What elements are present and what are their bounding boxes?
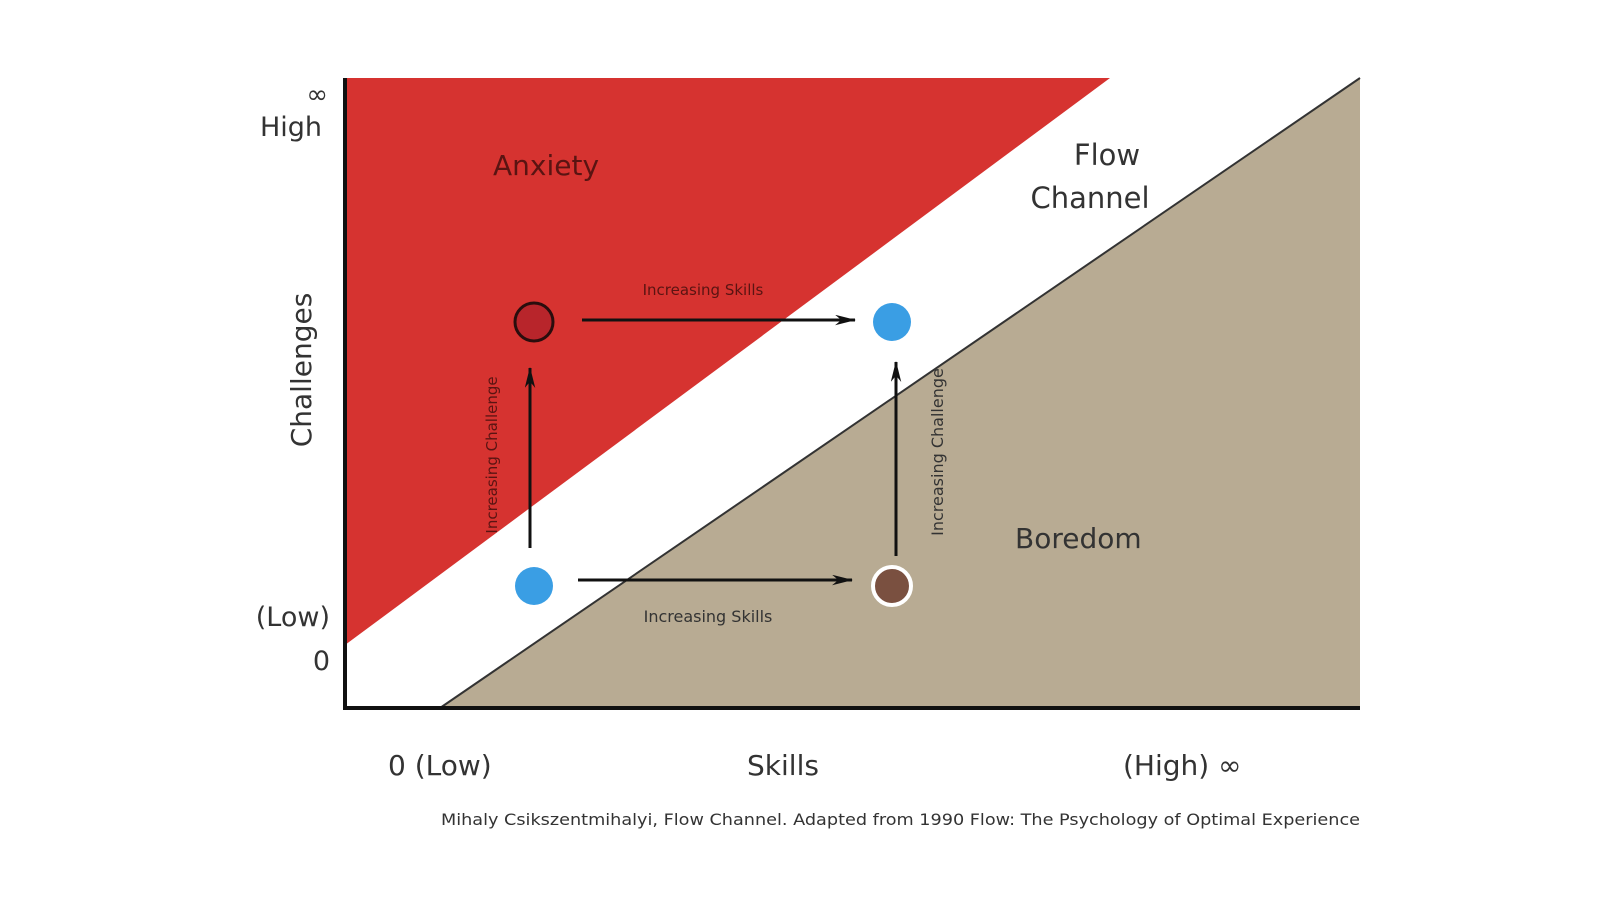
boredom-boundary-line (439, 77, 1361, 709)
anxiety-dot (513, 301, 555, 343)
top-skills-arrow-label: Increasing Skills (643, 281, 764, 299)
y-low-label: (Low) (256, 602, 330, 633)
left-challenge-arrow-label: Increasing Challenge (483, 376, 501, 533)
bottom-skills-arrow-label: Increasing Skills (644, 607, 773, 626)
x-high-label: (High) ∞ (1123, 749, 1241, 782)
y-axis-title: Challenges (285, 293, 318, 448)
y-zero-label: 0 (313, 646, 330, 677)
source-caption: Mihaly Csikszentmihalyi, Flow Channel. A… (441, 810, 1360, 829)
flow-dot-top (873, 303, 911, 341)
x-axis-title: Skills (747, 749, 819, 782)
right-challenge-arrow-label: Increasing Challenge (928, 368, 947, 536)
x-low-label: 0 (Low) (388, 749, 492, 782)
anxiety-region (345, 78, 1110, 645)
y-high-label: High (260, 112, 322, 143)
boredom-label: Boredom (1015, 522, 1142, 555)
anxiety-label: Anxiety (493, 149, 599, 182)
y-high-infinity-label: ∞ (306, 80, 328, 110)
flow-channel-label-line1: Flow (1074, 138, 1140, 172)
boredom-dot (871, 565, 913, 607)
flow-dot-bottom (515, 567, 553, 605)
flow-channel-label-line2: Channel (1030, 181, 1149, 215)
